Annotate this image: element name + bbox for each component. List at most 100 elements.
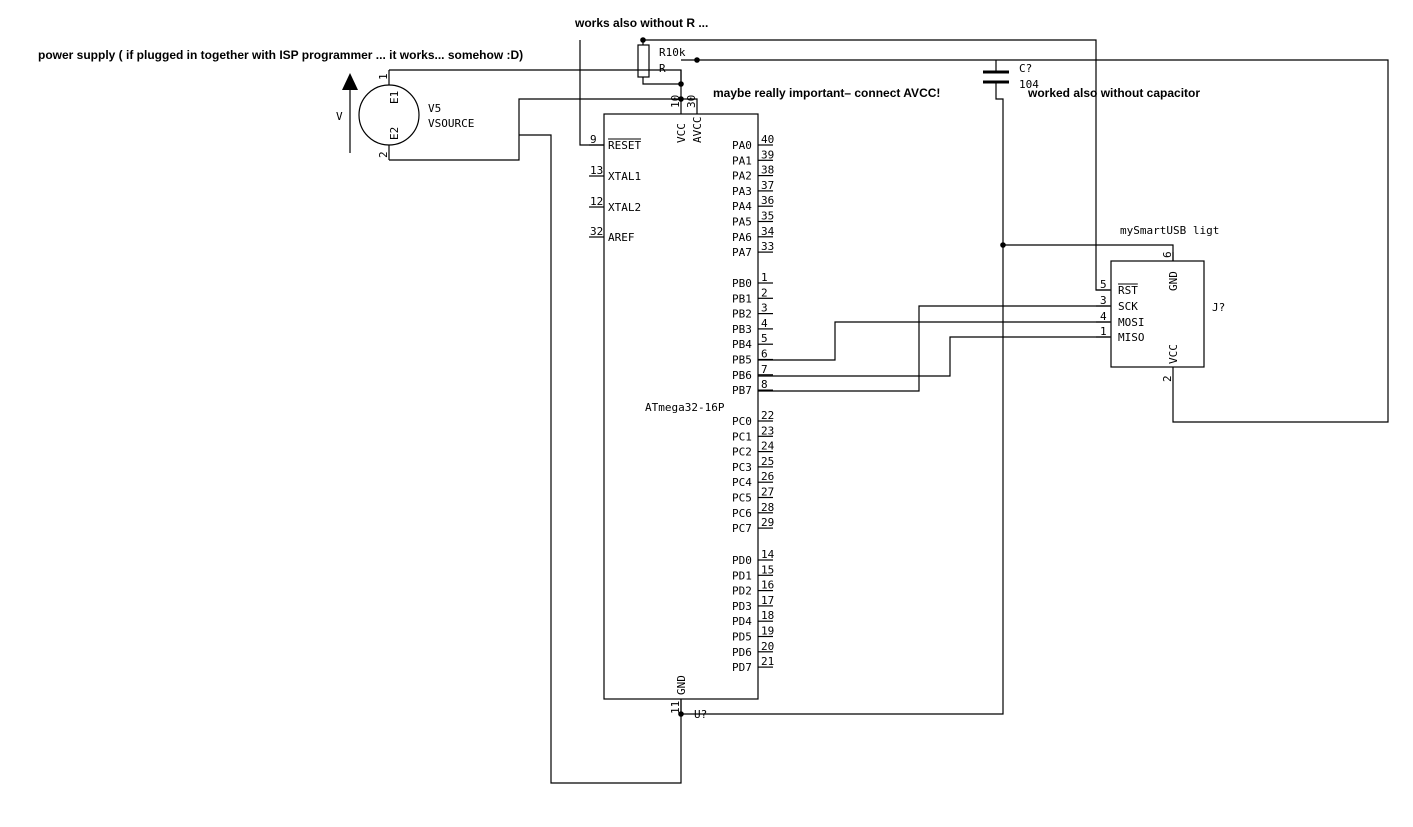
mcu-pin-num: 40 [761, 133, 774, 146]
mcu-pin-label: PA7 [732, 246, 752, 259]
mcu-pin-num: 34 [761, 225, 775, 238]
mcu-pin-label: PA1 [732, 154, 752, 167]
mcu-pin-label: PB1 [732, 292, 752, 305]
mcu-pin-num: 10 [669, 95, 682, 108]
programmer-pin-mosi[interactable]: 4 MOSI [1096, 310, 1145, 329]
mcu-pin-num: 36 [761, 194, 774, 207]
mcu-pin-label: PD7 [732, 661, 752, 674]
source-e2-label: E2 [388, 127, 401, 140]
voltage-arrow-head [342, 73, 358, 90]
voltage-arrow-label: V [336, 110, 343, 123]
mcu-pin-label: PA4 [732, 200, 752, 213]
mcu-name: ATmega32-16P [645, 401, 725, 414]
source-pin1: 1 [377, 73, 390, 80]
programmer-pin-rst[interactable]: 5 RST [1096, 278, 1138, 297]
programmer-pin-num: 1 [1100, 325, 1107, 338]
note-capacitor: worked also without capacitor [1027, 86, 1200, 100]
mcu-pin-vcc: VCC [675, 123, 688, 143]
note-power-supply: power supply ( if plugged in together wi… [38, 48, 523, 62]
programmer-pin-num: 5 [1100, 278, 1107, 291]
programmer-pin-num: 4 [1100, 310, 1107, 323]
mcu-pin-num: 4 [761, 317, 768, 330]
mcu-pin-num: 29 [761, 516, 774, 529]
mcu-pin-label: XTAL2 [608, 201, 641, 214]
mcu-pin-label: PD4 [732, 615, 752, 628]
mcu-pin-label: PB0 [732, 277, 752, 290]
mcu-pin-pc1[interactable]: PC1 23 [732, 424, 774, 443]
mcu-pin-label: XTAL1 [608, 170, 641, 183]
mcu-pin-pb1[interactable]: PB1 2 [732, 286, 773, 305]
mcu-pin-label: PD0 [732, 554, 752, 567]
mcu-pin-num: 25 [761, 455, 774, 468]
mcu-pin-label: PD5 [732, 631, 752, 644]
programmer-pin-vcc: VCC [1167, 344, 1180, 364]
programmer-pin-label: MOSI [1118, 316, 1145, 329]
mcu-pin-label: RESET [608, 139, 641, 152]
note-reset-resistor: works also without R ... [574, 16, 708, 30]
mcu-pin-label: AREF [608, 231, 635, 244]
programmer-ref: J? [1212, 301, 1225, 314]
mcu-pin-num: 23 [761, 424, 774, 437]
mcu-pin-aref[interactable]: 32 AREF [589, 225, 635, 244]
voltage-source-v5[interactable]: E1 E2 1 2 V5 VSOURCE V [336, 70, 474, 160]
capacitor-104[interactable]: C? 104 [983, 62, 1039, 91]
mcu-pin-label: PC1 [732, 430, 752, 443]
resistor-ref: R10k [659, 46, 686, 59]
mcu-pin-pa4[interactable]: PA4 36 [732, 194, 774, 213]
mcu-pin-label: PC5 [732, 492, 752, 505]
mcu-pin-label: PB3 [732, 323, 752, 336]
mcu-pin-num: 37 [761, 179, 774, 192]
source-pin2: 2 [377, 151, 390, 158]
capacitor-value: 104 [1019, 78, 1039, 91]
mcu-pin-label: PD3 [732, 600, 752, 613]
mcu-pin-num: 32 [590, 225, 603, 238]
mcu-pin-pb3[interactable]: PB3 4 [732, 317, 773, 336]
mcu-pin-pa3[interactable]: PA3 37 [732, 179, 774, 198]
resistor-r10k[interactable]: R10k R [637, 44, 686, 78]
mcu-pin-label: PC4 [732, 476, 752, 489]
programmer-pin-label: RST [1118, 284, 1138, 297]
resistor-body [637, 44, 650, 78]
source-value: VSOURCE [428, 117, 474, 130]
mcu-pin-label: PA3 [732, 185, 752, 198]
mcu-pin-num: 7 [761, 363, 768, 376]
mcu-pin-num: 2 [761, 286, 768, 299]
source-ref: V5 [428, 102, 441, 115]
mcu-pin-label: PD2 [732, 585, 752, 598]
